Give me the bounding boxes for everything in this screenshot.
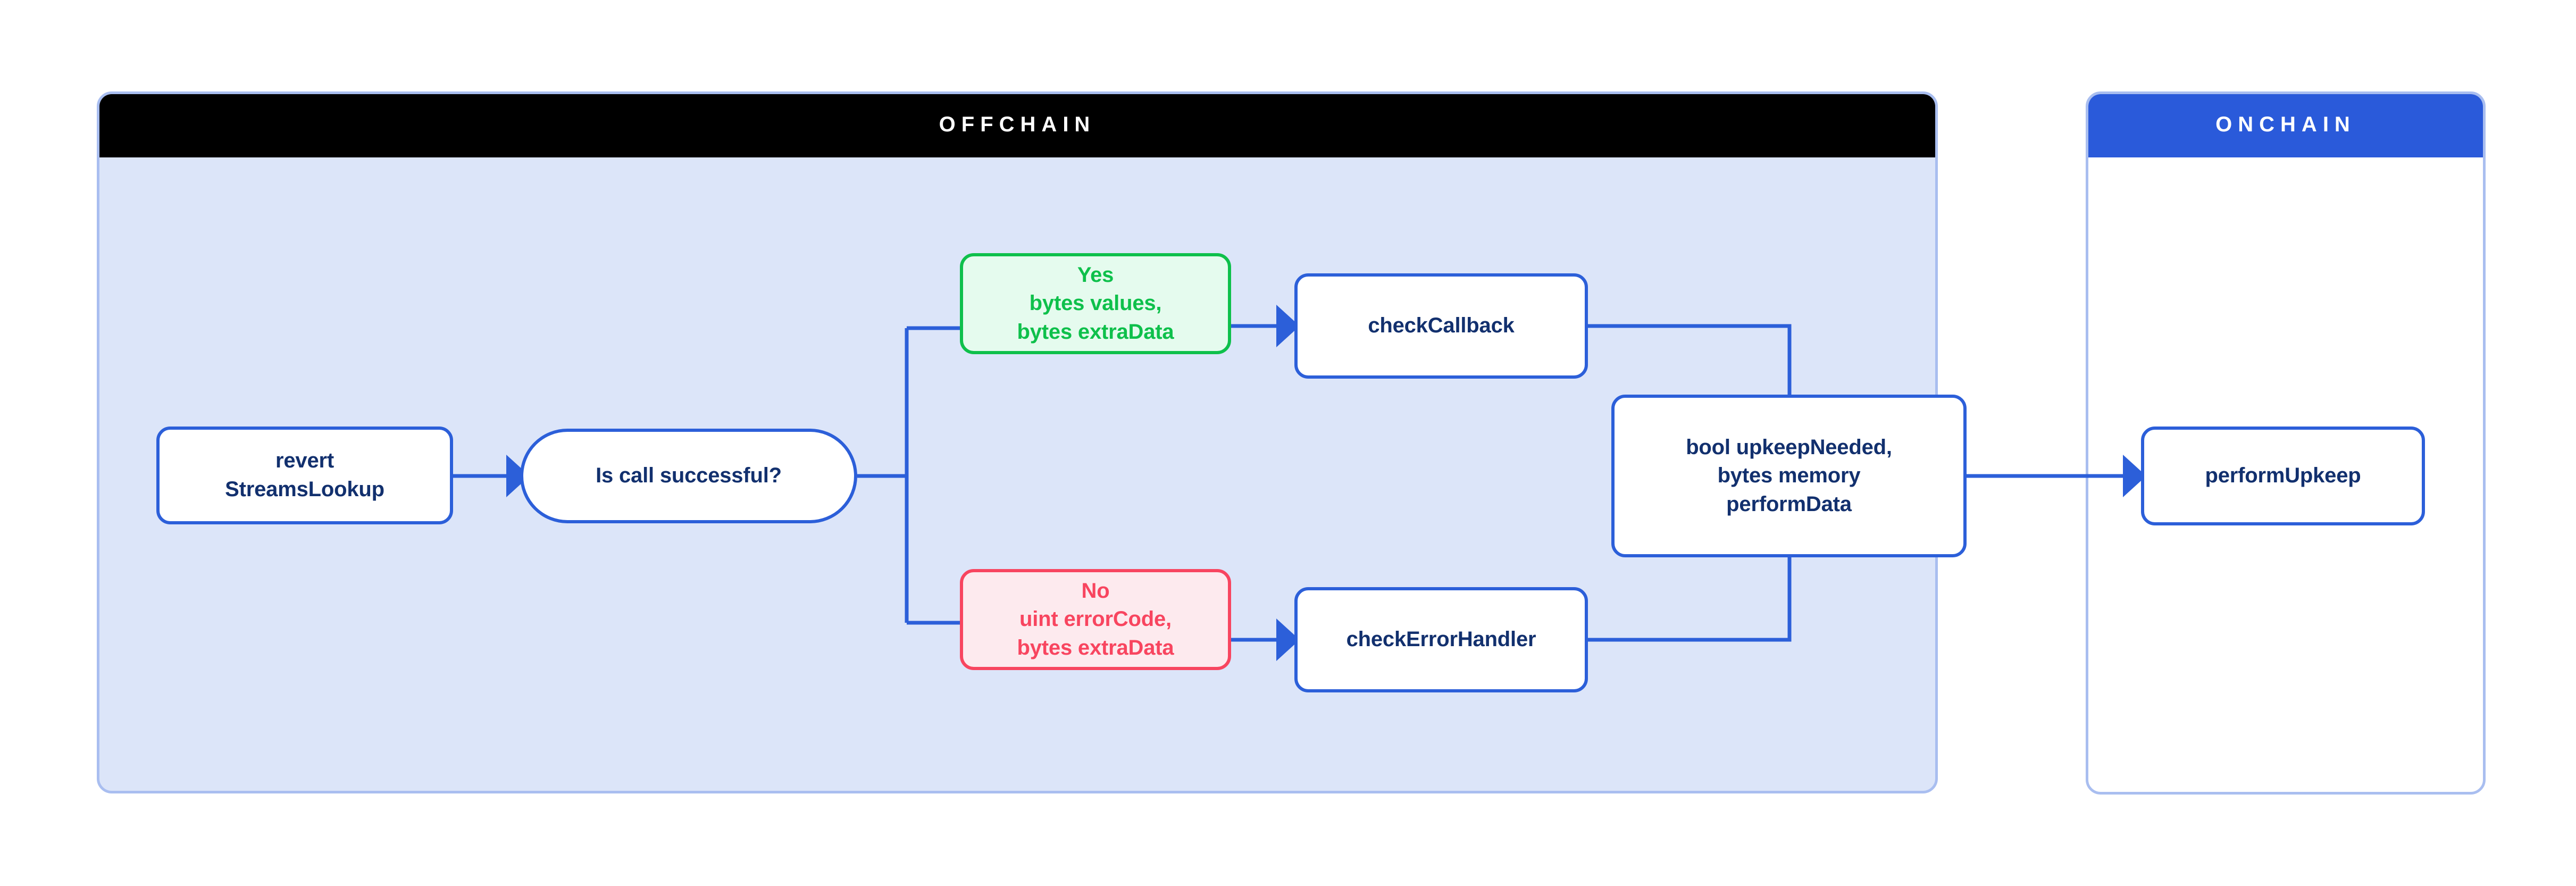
node-perform-upkeep[interactable]: performUpkeep: [2141, 427, 2425, 525]
node-no-branch[interactable]: No uint errorCode, bytes extraData: [960, 569, 1231, 670]
onchain-panel-header: ONCHAIN: [2088, 94, 2483, 157]
node-check-error-handler[interactable]: checkErrorHandler: [1294, 587, 1588, 692]
node-check-callback[interactable]: checkCallback: [1294, 273, 1588, 379]
offchain-panel-header: OFFCHAIN: [99, 94, 1935, 157]
node-yes-branch[interactable]: Yes bytes values, bytes extraData: [960, 253, 1231, 354]
node-is-call-successful[interactable]: Is call successful?: [520, 429, 857, 523]
node-revert-streamslookup[interactable]: revert StreamsLookup: [156, 427, 453, 524]
node-upkeep-needed[interactable]: bool upkeepNeeded, bytes memory performD…: [1611, 395, 1967, 557]
